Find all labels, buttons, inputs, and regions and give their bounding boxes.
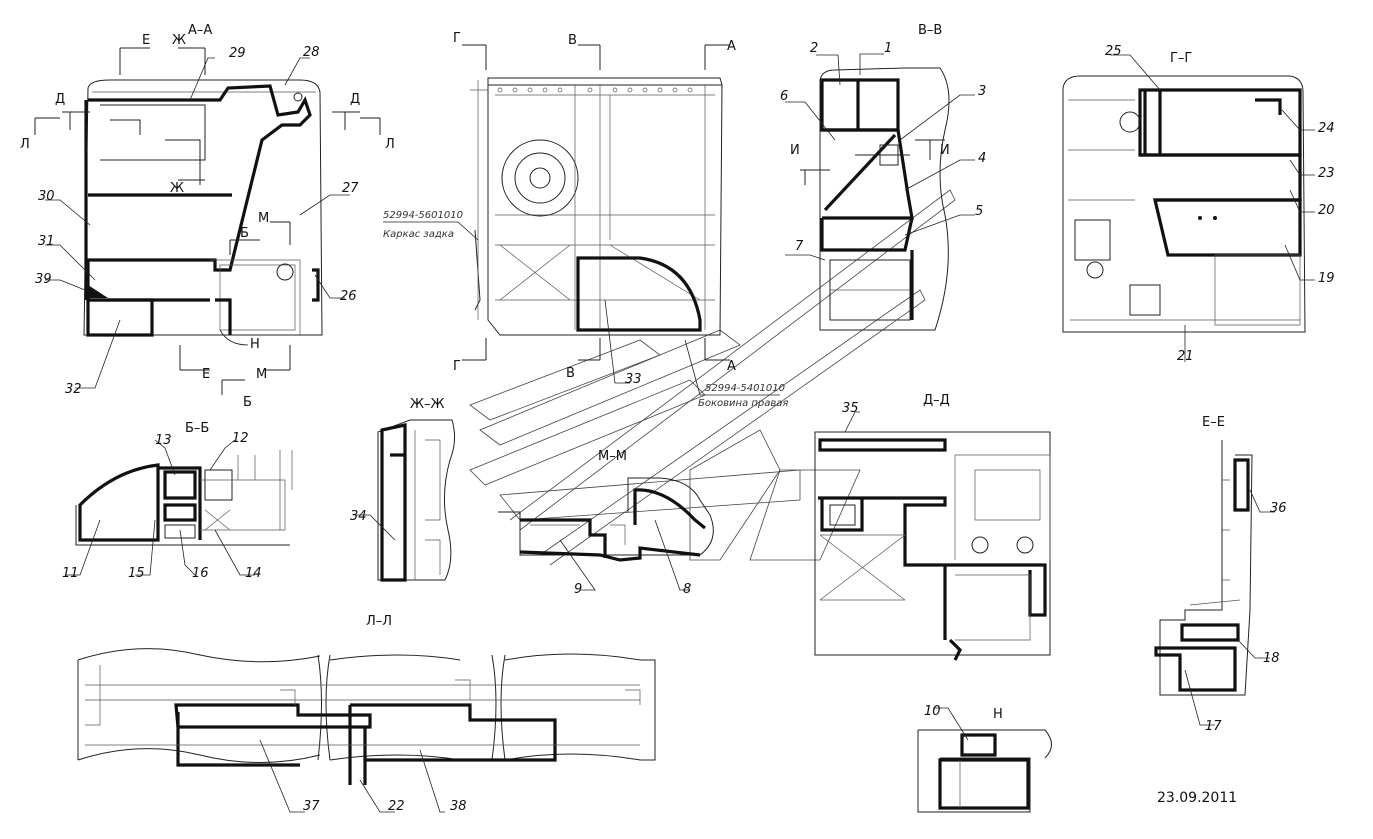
cut-g-top: Г (453, 31, 461, 46)
label-29: 29 (229, 46, 246, 61)
view-ee: Е–Е (1154, 415, 1253, 696)
view-gg: Г–Г (1062, 51, 1306, 333)
label-35: 35 (842, 401, 859, 416)
view-n: Н (917, 707, 1052, 813)
part-labels: 1 2 3 4 5 6 7 8 9 10 11 12 13 14 15 16 1… (35, 41, 1335, 814)
label-16: 16 (192, 566, 209, 581)
section-ee-title: Е–Е (1202, 415, 1225, 430)
cut-zh-mid: Ж (170, 181, 184, 196)
section-n-title: Н (993, 707, 1003, 722)
view-bb: Б–Б (75, 421, 293, 546)
cut-a-bottom: А (727, 359, 736, 374)
label-17: 17 (1205, 719, 1222, 734)
note-side-right-name: Боковина правая (698, 398, 788, 409)
view-zhzh: Ж–Ж (377, 397, 456, 582)
label-12: 12 (232, 431, 249, 446)
label-4: 4 (978, 151, 986, 166)
cut-a-top: А (727, 39, 736, 54)
leader-lines (45, 53, 1315, 813)
label-34: 34 (350, 509, 367, 524)
label-22: 22 (388, 799, 405, 814)
cut-m-bottom: М (256, 367, 267, 382)
label-31: 31 (38, 234, 55, 249)
cut-e-top: Е (142, 33, 150, 48)
label-13: 13 (155, 433, 172, 448)
label-10: 10 (924, 704, 941, 719)
view-aa: А–А Е Ж Д Л Д Л Ж М Б Е М Б Н (20, 23, 395, 410)
cut-zh-top: Ж (172, 33, 186, 48)
cut-d-left: Д (55, 92, 65, 107)
label-23: 23 (1318, 166, 1335, 181)
label-27: 27 (342, 181, 359, 196)
label-25: 25 (1105, 44, 1122, 59)
section-dd-title: Д–Д (923, 393, 950, 408)
view-rear-frame: Г В А Г В А 52994-5601010 Каркас задка 5… (383, 31, 788, 409)
section-gg-title: Г–Г (1170, 51, 1192, 66)
cut-l-right: Л (385, 137, 395, 152)
view-mm: М–М (498, 449, 714, 562)
cut-i-right: И (940, 143, 950, 158)
label-3: 3 (978, 84, 986, 99)
background-watermark (469, 189, 956, 566)
cut-l-left: Л (20, 137, 30, 152)
label-19: 19 (1318, 271, 1335, 286)
label-18: 18 (1263, 651, 1280, 666)
label-5: 5 (975, 204, 983, 219)
label-2: 2 (810, 41, 818, 56)
drawing-date: 23.09.2011 (1157, 790, 1237, 806)
label-37: 37 (303, 799, 320, 814)
cut-d-right: Д (350, 92, 360, 107)
label-1: 1 (884, 41, 892, 56)
label-8: 8 (683, 582, 691, 597)
label-14: 14 (245, 566, 262, 581)
cut-i-left: И (790, 143, 800, 158)
section-ll-title: Л–Л (366, 614, 392, 629)
label-21: 21 (1177, 349, 1194, 364)
cut-g-bottom: Г (453, 359, 461, 374)
label-32: 32 (65, 382, 82, 397)
label-36: 36 (1270, 501, 1287, 516)
section-mm-title: М–М (598, 449, 627, 464)
label-11: 11 (62, 566, 79, 581)
section-bb-title: Б–Б (185, 421, 209, 436)
label-39: 39 (35, 272, 52, 287)
label-28: 28 (303, 45, 320, 60)
label-33: 33 (625, 372, 642, 387)
section-zhzh-title: Ж–Ж (410, 397, 445, 412)
cut-b-bottom: Б (243, 395, 252, 410)
label-15: 15 (128, 566, 145, 581)
label-38: 38 (450, 799, 467, 814)
cut-e-bottom: Е (202, 367, 210, 382)
view-dd: Д–Д (814, 393, 1051, 661)
note-frame-rear-code: 52994-5601010 (383, 210, 463, 221)
cut-v-top: В (568, 33, 577, 48)
label-6: 6 (780, 89, 788, 104)
label-24: 24 (1318, 121, 1335, 136)
cut-n-mark: Н (250, 337, 260, 352)
cut-b-mid: Б (240, 226, 249, 241)
note-frame-rear-name: Каркас задка (383, 229, 454, 240)
note-side-right-code: 52994-5401010 (705, 383, 785, 394)
section-vv-title: В–В (918, 23, 942, 38)
section-aa-title: А–А (188, 23, 212, 38)
label-20: 20 (1318, 203, 1335, 218)
view-vv: В–В И И (790, 23, 950, 331)
cut-m-mid: М (258, 211, 269, 226)
label-7: 7 (795, 239, 804, 254)
label-9: 9 (574, 582, 582, 597)
cut-v-bottom: В (566, 366, 575, 381)
label-26: 26 (340, 289, 357, 304)
label-30: 30 (38, 189, 55, 204)
view-ll: Л–Л (77, 614, 656, 785)
